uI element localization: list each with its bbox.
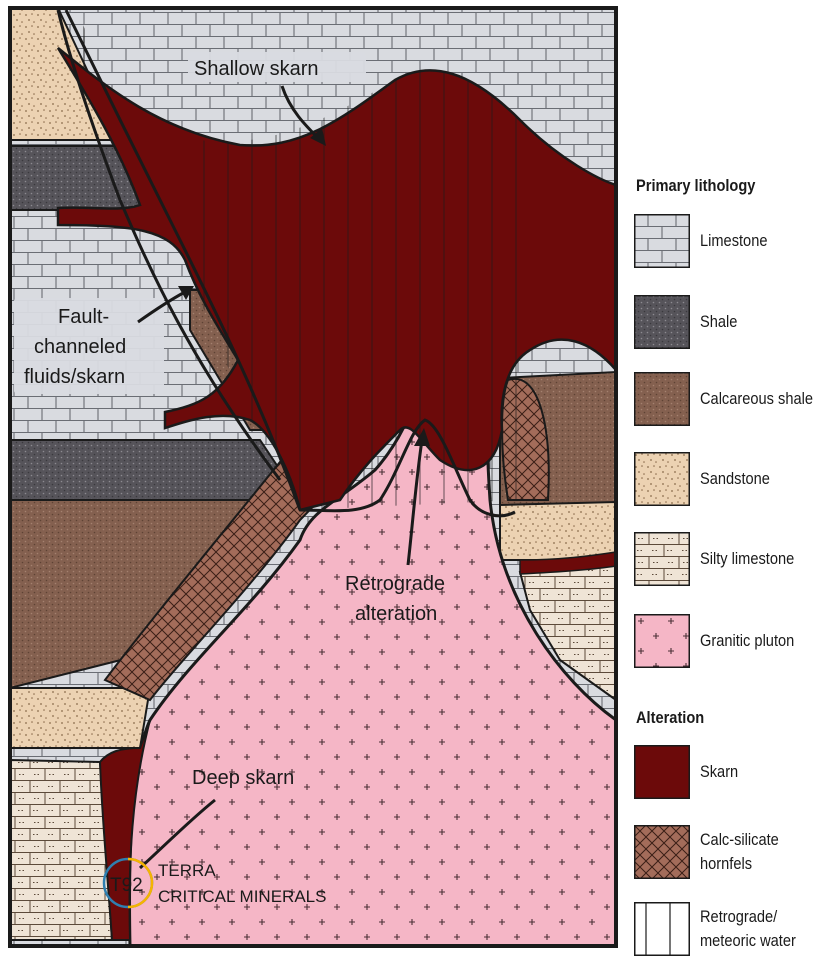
legend-item-sandstone: Sandstone xyxy=(634,452,829,512)
skarn-swatch xyxy=(634,745,690,799)
label-deep-skarn: Deep skarn xyxy=(192,767,294,789)
legend-item-limestone: Limestone xyxy=(634,214,829,274)
legend-label-retrograde-1: Retrograde/ xyxy=(700,906,777,928)
legend-item-calc-silicate: Calc-silicate hornfels xyxy=(634,825,829,885)
label-retrograde-1: Retrograde xyxy=(345,573,445,595)
legend-item-skarn: Skarn xyxy=(634,745,829,805)
legend-label-granitic-pluton: Granitic pluton xyxy=(700,630,794,652)
limestone-swatch xyxy=(634,214,690,268)
legend-label-shale: Shale xyxy=(700,311,737,333)
shale-swatch xyxy=(634,295,690,349)
label-fault-3: fluids/skarn xyxy=(24,366,125,388)
legend-label-skarn: Skarn xyxy=(700,761,738,783)
terra-wordmark-1: TERRA xyxy=(158,861,216,880)
label-retrograde-2: alteration xyxy=(355,603,437,625)
legend-item-calcareous-shale: Calcareous shale xyxy=(634,372,829,432)
legend-label-limestone: Limestone xyxy=(700,230,767,252)
legend-heading-alteration: Alteration xyxy=(636,708,704,728)
sandstone-right-band xyxy=(500,502,616,560)
cross-section-frame xyxy=(10,8,616,946)
granitic-pluton-swatch xyxy=(634,614,690,668)
label-fault-2: channeled xyxy=(34,336,126,358)
terra-wordmark-2: CRITICAL MINERALS xyxy=(158,887,326,906)
legend: Primary lithology Limestone Shale Calcar… xyxy=(634,0,829,959)
legend-item-retrograde: Retrograde/ meteoric water xyxy=(634,902,829,962)
sandstone-swatch xyxy=(634,452,690,506)
label-shallow-skarn: Shallow skarn xyxy=(194,58,319,80)
legend-item-silty-limestone: Silty limestone xyxy=(634,532,829,592)
label-fault-1: Fault- xyxy=(58,306,109,328)
silty-limestone-bottom-left xyxy=(10,760,112,940)
legend-label-calc-silicate-2: hornfels xyxy=(700,853,752,875)
terra-logo-badge: T92 xyxy=(110,875,143,896)
legend-label-silty-limestone: Silty limestone xyxy=(700,548,794,570)
legend-label-sandstone: Sandstone xyxy=(700,468,770,490)
legend-item-granitic-pluton: Granitic pluton xyxy=(634,614,829,674)
skarn-cross-section: Shallow skarn Fault- channeled fluids/sk… xyxy=(0,0,634,959)
legend-label-retrograde-2: meteoric water xyxy=(700,930,796,952)
legend-label-calcareous-shale: Calcareous shale xyxy=(700,388,813,410)
silty-limestone-swatch xyxy=(634,532,690,586)
sandstone-lower-left xyxy=(10,688,150,748)
retrograde-swatch xyxy=(634,902,690,956)
calcareous-shale-swatch xyxy=(634,372,690,426)
legend-label-calc-silicate-1: Calc-silicate xyxy=(700,829,779,851)
legend-item-shale: Shale xyxy=(634,295,829,355)
calc-silicate-swatch xyxy=(634,825,690,879)
legend-heading-primary: Primary lithology xyxy=(636,176,755,196)
